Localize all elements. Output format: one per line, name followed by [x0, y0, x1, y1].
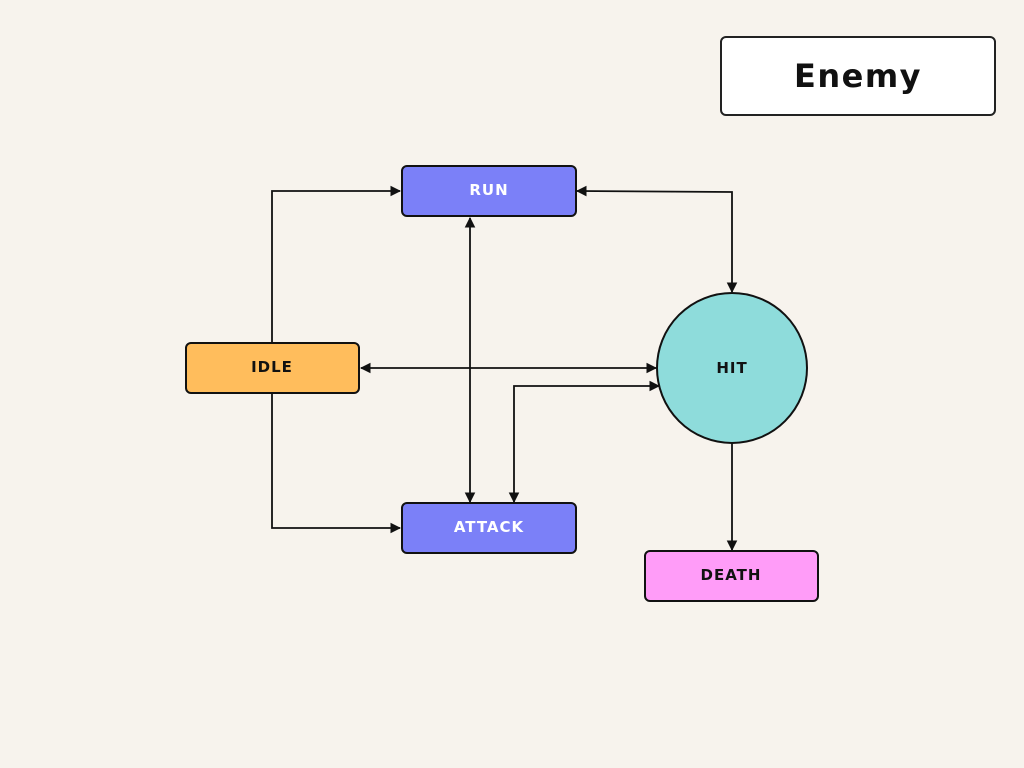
state-run-box — [401, 165, 577, 217]
transition-idle-run — [271, 185, 402, 342]
state-idle-label: IDLE — [251, 358, 293, 376]
state-idle-box — [185, 342, 360, 394]
state-death-label: DEATH — [701, 566, 762, 584]
state-run: RUN — [401, 165, 577, 217]
state-hit-circle — [656, 292, 808, 444]
state-hit-label: HIT — [716, 359, 747, 377]
state-death: DEATH — [644, 550, 819, 602]
state-hit: HIT — [656, 292, 808, 444]
transition-attack-hit — [508, 380, 661, 504]
diagram-title-box: Enemy — [720, 36, 996, 116]
state-run-label: RUN — [469, 181, 508, 199]
state-death-box — [644, 550, 819, 602]
state-idle: IDLE — [185, 342, 360, 394]
diagram-title: Enemy — [793, 57, 923, 95]
state-attack-box — [401, 502, 577, 554]
state-attack-label: ATTACK — [454, 518, 525, 536]
state-attack: ATTACK — [401, 502, 577, 554]
transition-run-hit — [575, 185, 738, 294]
transition-idle-attack — [271, 393, 402, 534]
